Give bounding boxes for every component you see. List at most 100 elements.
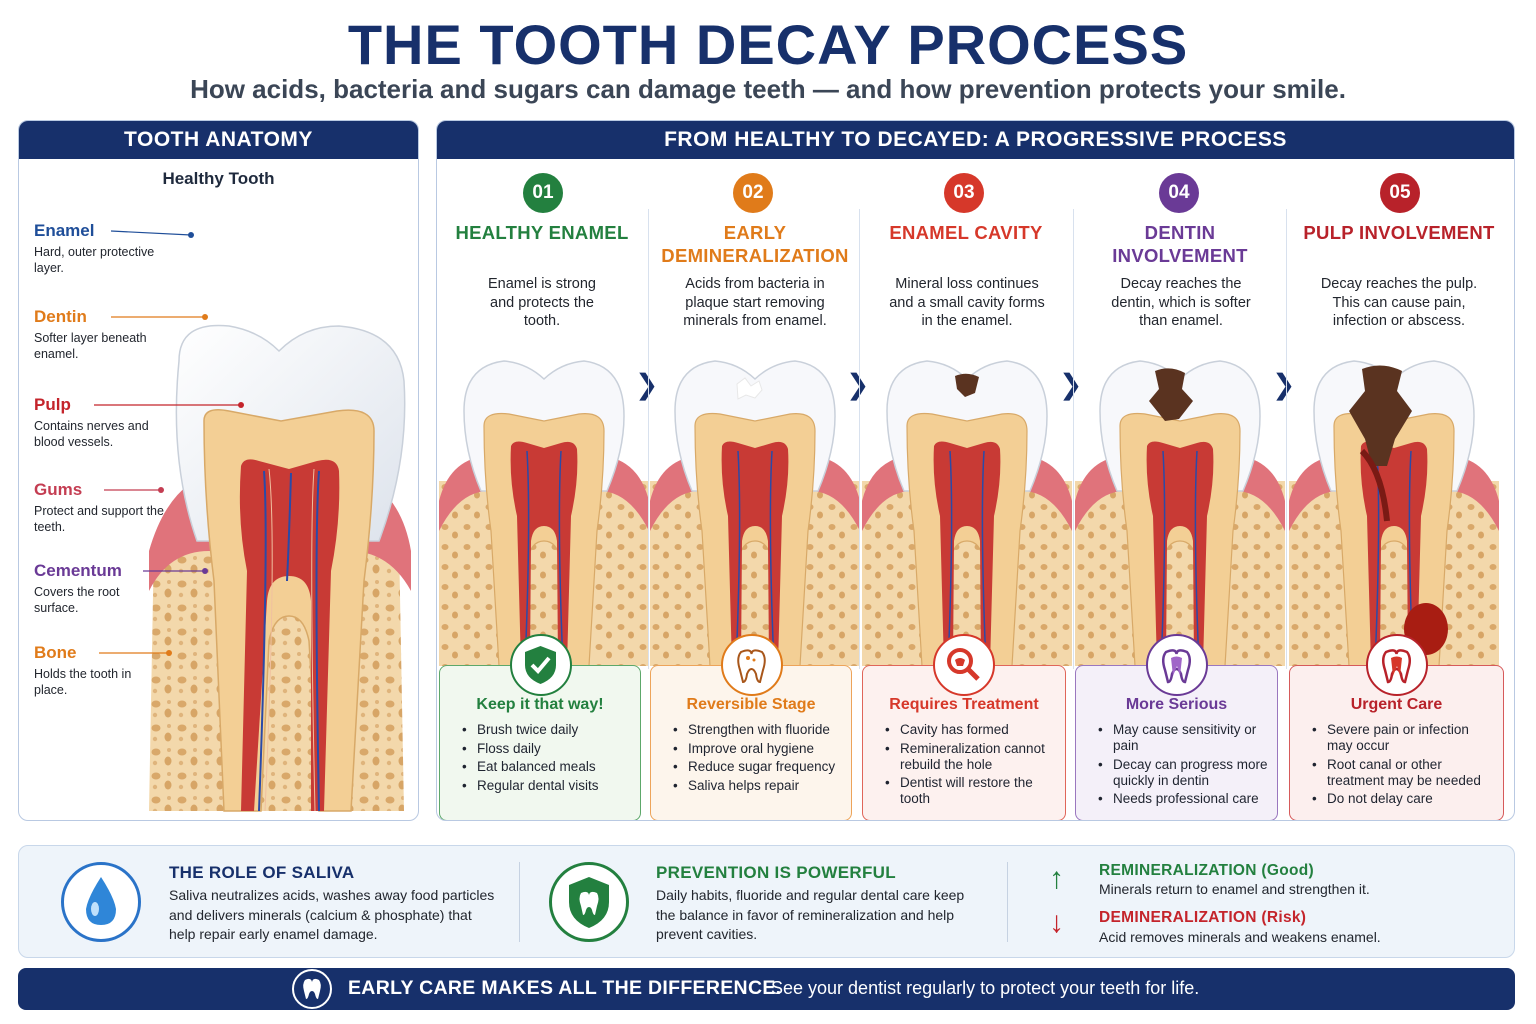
page-subtitle: How acids, bacteria and sugars can damag… — [190, 74, 1346, 104]
chevron-right-icon: ❯ — [1272, 369, 1296, 400]
magnifier-tooth-icon — [933, 634, 995, 696]
anatomy-part-cementum: Cementum Covers the root surface. — [34, 561, 164, 616]
remin-text: Minerals return to enamel and strengthen… — [1099, 881, 1370, 897]
bullet: Root canal or other treatment may be nee… — [1312, 757, 1495, 789]
anatomy-part-dentin: Dentin Softer layer beneath enamel. — [34, 307, 164, 362]
stage-title: HEALTHY ENAMEL — [455, 222, 629, 243]
card-title: More Serious — [1125, 696, 1228, 713]
part-name: Pulp — [34, 395, 71, 414]
anatomy-part-enamel: Enamel Hard, outer protective layer. — [34, 221, 164, 276]
footer-headline: EARLY CARE MAKES ALL THE DIFFERENCE. — [348, 977, 782, 999]
part-name: Gums — [34, 480, 83, 499]
part-name: Cementum — [34, 561, 122, 580]
bullet: Floss daily — [462, 741, 632, 757]
card-title: Requires Treatment — [889, 696, 1039, 713]
bullet: Reduce sugar frequency — [673, 759, 843, 775]
card-title: Urgent Care — [1350, 696, 1443, 713]
stage-number: 05 — [1380, 173, 1420, 213]
prevention-text: Daily habits, fluoride and regular denta… — [656, 887, 965, 942]
footer-text: See your dentist regularly to protect yo… — [771, 978, 1200, 998]
bullet: Improve oral hygiene — [673, 741, 843, 757]
stage-title: PULP INVOLVEMENT — [1303, 222, 1495, 243]
tooth-spots-icon — [721, 634, 783, 696]
prevention-title: PREVENTION IS POWERFUL — [656, 863, 896, 882]
bullet: Brush twice daily — [462, 722, 632, 738]
healthy-tooth-label: Healthy Tooth — [162, 169, 275, 188]
stage-tooth-illustrations — [438, 360, 1500, 667]
bullet: Saliva helps repair — [673, 778, 843, 794]
process-panel: FROM HEALTHY TO DECAYED: A PROGRESSIVE P… — [436, 120, 1515, 821]
anatomy-heading: TOOTH ANATOMY — [19, 121, 418, 159]
part-desc: Contains nerves and blood vessels. — [34, 419, 149, 449]
stage-number: 04 — [1159, 173, 1199, 213]
bullet: Do not delay care — [1312, 791, 1495, 807]
shield-tooth-icon — [549, 862, 629, 942]
bullet: Decay can progress more quickly in denti… — [1098, 757, 1269, 789]
stage-card: Requires Treatment Cavity has formed Rem… — [862, 634, 1066, 820]
stage-card: Urgent Care Severe pain or infection may… — [1289, 634, 1504, 820]
anatomy-part-pulp: Pulp Contains nerves and blood vessels. — [34, 395, 164, 450]
demin-title: DEMINERALIZATION (Risk) — [1099, 909, 1307, 926]
stage-title: EARLY DEMINERALIZATION — [661, 222, 849, 266]
infected-tooth-icon — [1366, 634, 1428, 696]
tooth-cross-section-icon — [1146, 634, 1208, 696]
part-desc: Hard, outer protective layer. — [34, 245, 155, 275]
card-bullets: Brush twice daily Floss daily Eat balanc… — [462, 722, 632, 796]
arrow-down-icon: ↓ — [1049, 906, 1064, 939]
page-title: THE TOOTH DECAY PROCESS — [347, 13, 1189, 76]
stage-title: DENTIN INVOLVEMENT — [1112, 222, 1248, 266]
saliva-text: Saliva neutralizes acids, washes away fo… — [169, 887, 495, 942]
chevron-right-icon: ❯ — [635, 369, 659, 400]
anatomy-part-bone: Bone Holds the tooth in place. — [34, 643, 164, 698]
stage-divider — [1286, 209, 1287, 669]
stage-description: Mineral loss continues and a small cavit… — [889, 276, 1045, 329]
saliva-title: THE ROLE OF SALIVA — [169, 863, 355, 882]
anatomy-panel: TOOTH ANATOMY — [18, 120, 419, 821]
part-desc: Protect and support the teeth. — [34, 504, 164, 534]
part-desc: Holds the tooth in place. — [34, 667, 132, 697]
stage-number: 03 — [944, 173, 984, 213]
part-name: Bone — [34, 643, 77, 662]
card-bullets: Cavity has formed Remineralization canno… — [885, 722, 1057, 810]
bullet: Severe pain or infection may occur — [1312, 722, 1495, 754]
process-heading: FROM HEALTHY TO DECAYED: A PROGRESSIVE P… — [437, 121, 1514, 159]
bullet: Strengthen with fluoride — [673, 722, 843, 738]
stage-description: Acids from bacteria in plaque start remo… — [683, 276, 827, 329]
stage-card: Keep it that way! Brush twice daily Flos… — [439, 634, 641, 820]
stage-description: Enamel is strong and protects the tooth. — [488, 276, 596, 329]
shield-check-icon — [510, 634, 572, 696]
remin-title: REMINERALIZATION (Good) — [1099, 862, 1314, 879]
stage-divider — [1073, 209, 1074, 669]
footer-banner: EARLY CARE MAKES ALL THE DIFFERENCE. See… — [18, 968, 1515, 1010]
divider — [519, 862, 520, 942]
card-bullets: May cause sensitivity or pain Decay can … — [1098, 722, 1269, 810]
demin-text: Acid removes minerals and weakens enamel… — [1099, 929, 1381, 945]
stage-title: ENAMEL CAVITY — [889, 222, 1043, 243]
chevron-right-icon: ❯ — [1059, 369, 1083, 400]
stage-number: 01 — [523, 173, 563, 213]
chevron-right-icon: ❯ — [846, 369, 870, 400]
part-desc: Covers the root surface. — [34, 585, 120, 615]
tooth-icon — [292, 969, 332, 1009]
bullet: Cavity has formed — [885, 722, 1057, 738]
card-title: Reversible Stage — [686, 696, 816, 713]
bullet: May cause sensitivity or pain — [1098, 722, 1269, 754]
stage-number: 02 — [733, 173, 773, 213]
anatomy-part-gums: Gums Protect and support the teeth. — [34, 480, 164, 535]
stage-card: More Serious May cause sensitivity or pa… — [1075, 634, 1278, 820]
bullet: Dentist will restore the tooth — [885, 775, 1057, 807]
divider — [1007, 862, 1008, 942]
part-name: Dentin — [34, 307, 87, 326]
part-desc: Softer layer beneath enamel. — [34, 331, 147, 361]
card-bullets: Strengthen with fluoride Improve oral hy… — [673, 722, 843, 796]
card-bullets: Severe pain or infection may occur Root … — [1312, 722, 1495, 810]
bullet: Regular dental visits — [462, 778, 632, 794]
arrow-up-icon: ↑ — [1049, 862, 1064, 895]
info-strip: THE ROLE OF SALIVA Saliva neutralizes ac… — [18, 845, 1515, 958]
bullet: Eat balanced meals — [462, 759, 632, 775]
stage-divider — [648, 209, 649, 669]
stage-card: Reversible Stage Strengthen with fluorid… — [650, 634, 852, 820]
water-drop-icon — [61, 862, 141, 942]
stage-description: Decay reaches the pulp. This can cause p… — [1320, 276, 1478, 329]
stage-divider — [859, 209, 860, 669]
